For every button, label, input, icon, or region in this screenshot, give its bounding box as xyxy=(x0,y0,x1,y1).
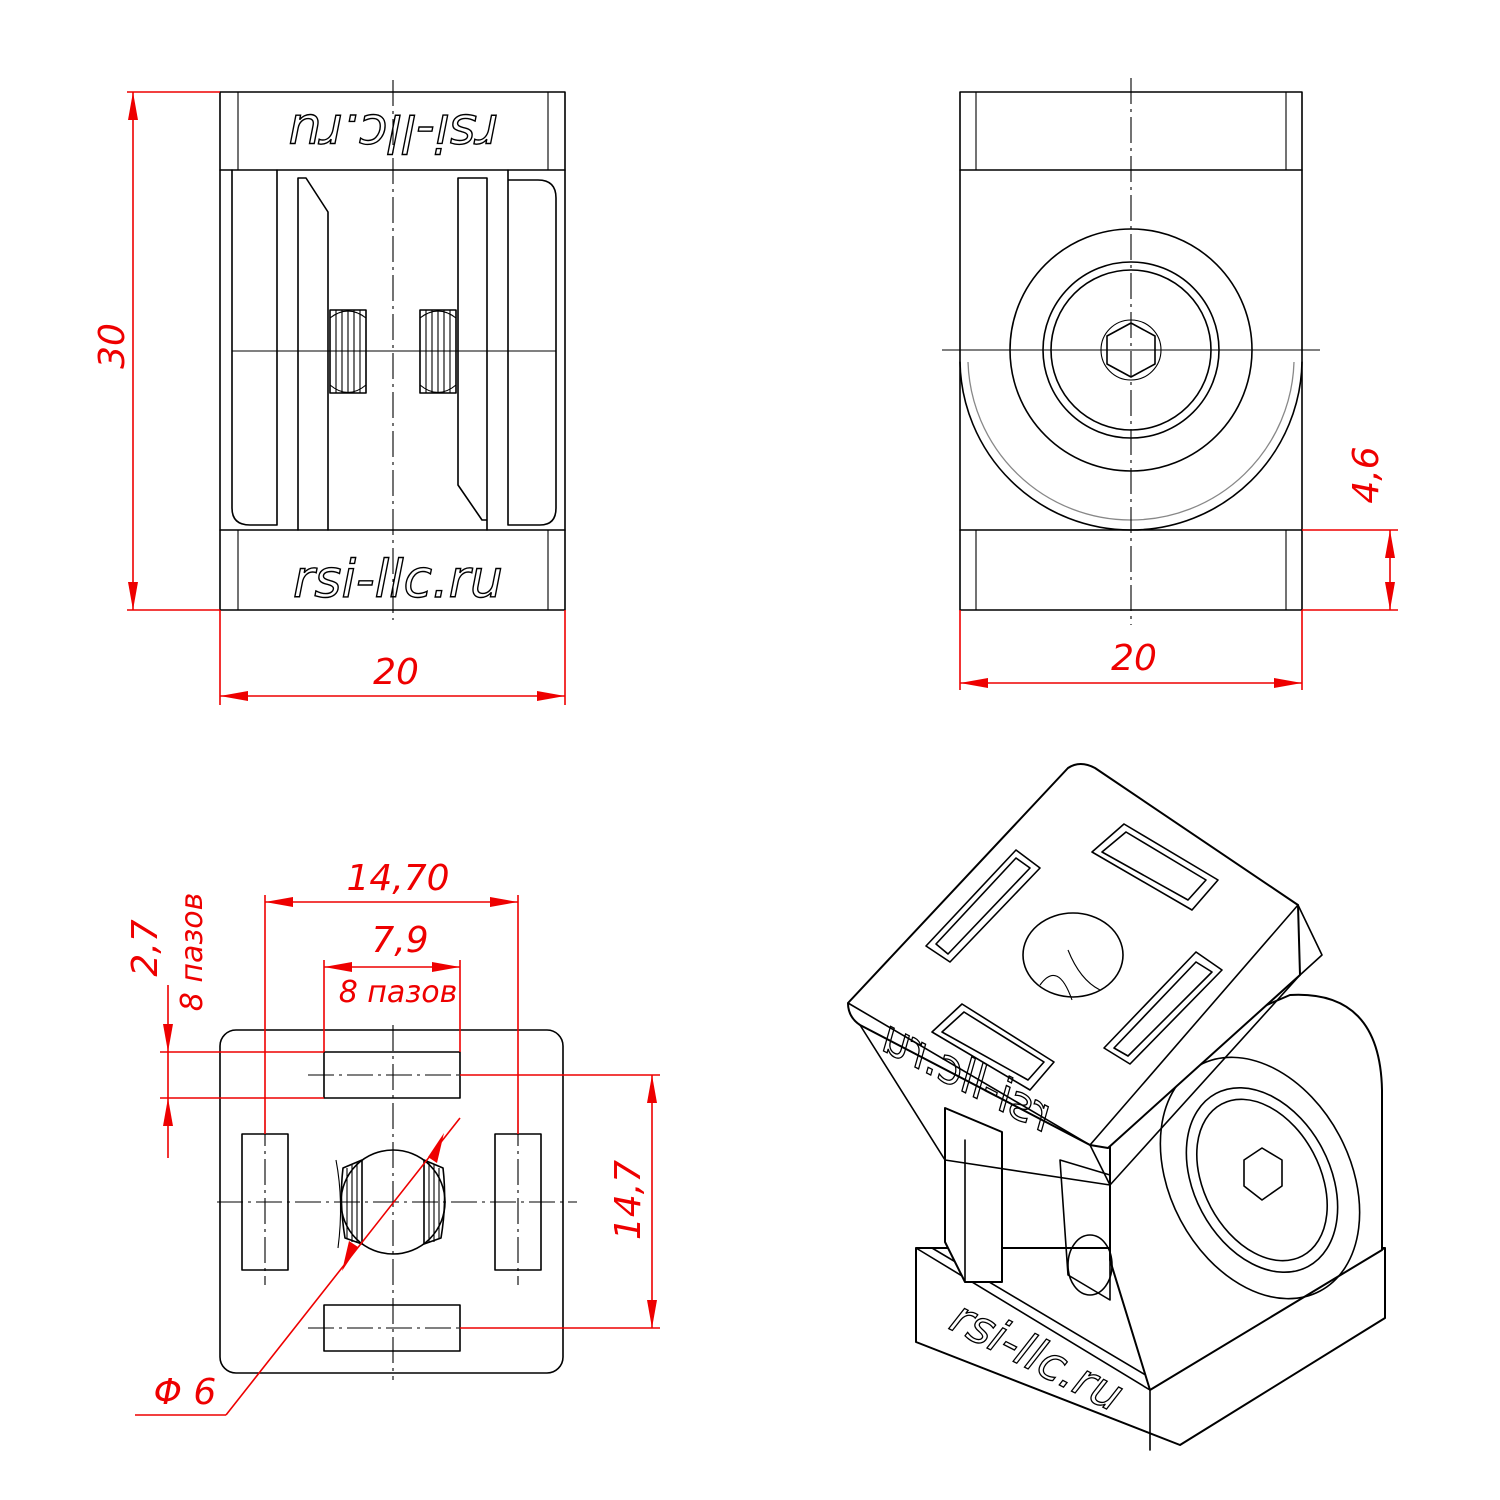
top-slot-depth-label: 2,7 xyxy=(125,919,166,976)
top-slot-depth-dimension: 2,7 8 пазов xyxy=(125,893,324,1158)
side-width-dimension: 20 xyxy=(959,610,1303,690)
front-view: rsi-llc.ru rsi-llc.ru 30 20 xyxy=(92,80,566,705)
hole-diameter-dimension: Φ 6 xyxy=(135,1117,461,1416)
top-outer-span-dimension: 14,70 xyxy=(264,858,519,1134)
top-slot-width-note: 8 пазов xyxy=(339,975,458,1010)
front-logo-bottom: rsi-llc.ru xyxy=(293,550,503,610)
hole-diameter-label: Φ 6 xyxy=(154,1372,217,1413)
top-slot-depth-note: 8 пазов xyxy=(175,893,210,1012)
front-height-dimension: 30 xyxy=(92,91,220,611)
side-step-dimension: 4,6 xyxy=(1302,446,1398,611)
side-width-label: 20 xyxy=(1111,638,1157,679)
top-slot-pitch-label: 14,7 xyxy=(608,1160,649,1240)
top-slot-width-label: 7,9 xyxy=(371,920,428,961)
front-width-label: 20 xyxy=(373,652,419,693)
side-view: 20 4,6 xyxy=(942,78,1398,690)
top-slot-pitch-dimension: 14,7 xyxy=(460,1074,660,1329)
top-slot-width-dimension: 7,9 8 пазов xyxy=(323,920,461,1052)
front-logo-top: rsi-llc.ru xyxy=(288,102,498,162)
front-height-label: 30 xyxy=(92,323,133,369)
isometric-view: rsi-llc.ru rsi-llc.ru xyxy=(847,763,1386,1451)
side-step-label: 4,6 xyxy=(1346,446,1387,503)
top-view: 14,70 7,9 8 пазов 2,7 8 пазов xyxy=(125,858,660,1416)
front-width-dimension: 20 xyxy=(219,610,566,705)
top-outer-span-label: 14,70 xyxy=(346,858,449,899)
